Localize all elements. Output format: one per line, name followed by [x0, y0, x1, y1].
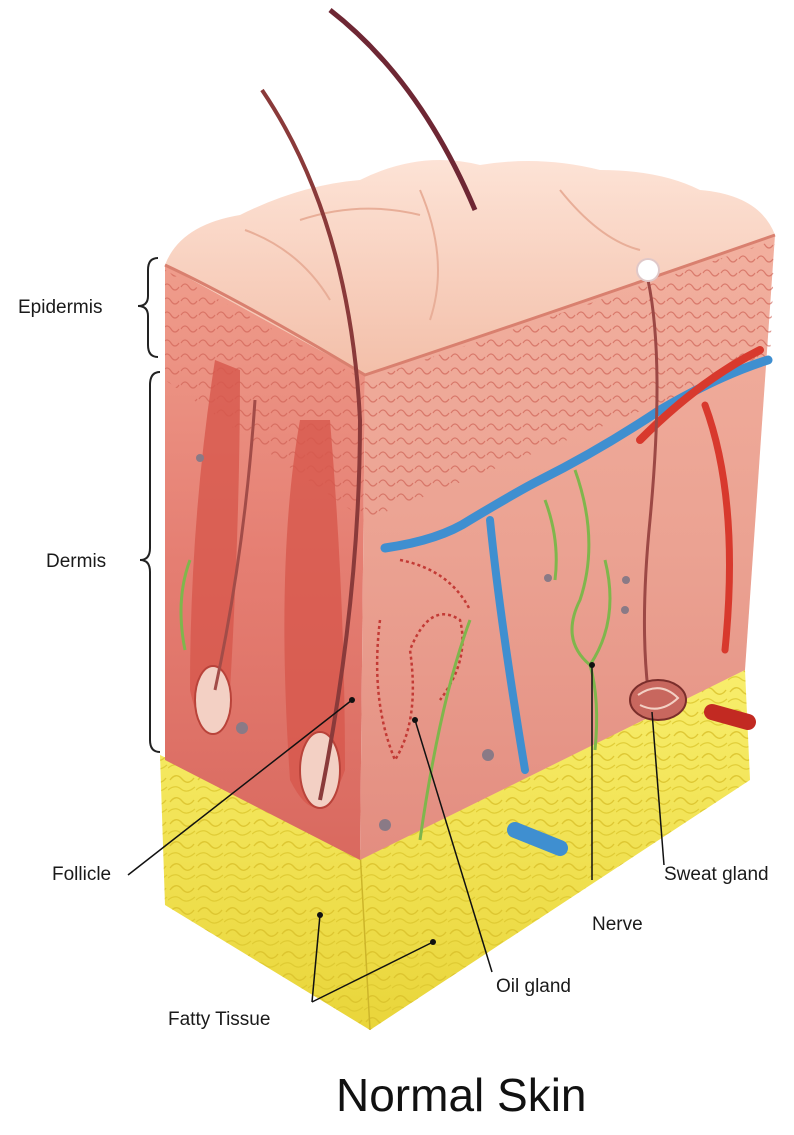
- label-epidermis: Epidermis: [18, 297, 102, 319]
- epidermis-brace: [138, 258, 158, 357]
- label-dermis: Dermis: [46, 551, 106, 573]
- label-fatty-tissue: Fatty Tissue: [168, 1009, 270, 1031]
- label-oil-gland: Oil gland: [496, 976, 571, 998]
- label-sweat-gland: Sweat gland: [664, 864, 769, 886]
- diagram-title: Normal Skin: [336, 1068, 587, 1122]
- dermis-brace: [140, 372, 160, 752]
- label-follicle: Follicle: [52, 864, 111, 886]
- label-nerve: Nerve: [592, 914, 643, 936]
